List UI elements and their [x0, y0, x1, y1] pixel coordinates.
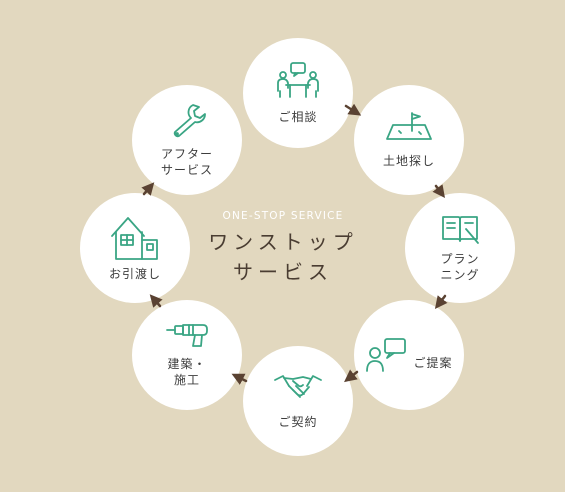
step-consultation: ご相談	[243, 38, 353, 148]
step-label: 建築・ 施工	[167, 356, 206, 388]
step-label-line: お引渡し	[108, 267, 161, 281]
step-label-line: ご提案	[413, 356, 453, 370]
step-label: プラン ニング	[440, 251, 479, 283]
step-proposal-row: ご提案	[365, 337, 452, 373]
arrow-6-to-7	[149, 294, 163, 308]
arrow-7-to-8	[141, 182, 155, 196]
step-label: 土地探し	[383, 153, 435, 169]
arrow-1-to-2	[344, 103, 362, 116]
step-label-line: アフター	[160, 147, 213, 161]
meeting-icon	[277, 62, 319, 98]
center-subtitle: ONE-STOP SERVICE	[222, 210, 344, 222]
handshake-icon	[274, 375, 322, 398]
step-construction: 建築・ 施工	[132, 300, 242, 410]
blueprint-book-icon	[442, 216, 479, 244]
center-heading-line-2: サービス	[233, 260, 333, 284]
house-icon	[111, 217, 158, 260]
step-after-service: アフター サービス	[132, 85, 242, 195]
drill-icon	[166, 324, 208, 347]
step-land-search: 土地探し	[354, 85, 464, 195]
arrow-5-to-6	[231, 373, 248, 385]
step-proposal: ご提案	[354, 300, 464, 410]
center-heading: ワンストップ サービス	[198, 227, 368, 287]
step-handover: お引渡し	[80, 193, 190, 303]
step-label-line: 土地探し	[382, 154, 435, 168]
wrench-icon	[173, 104, 206, 138]
arrow-4-to-5	[344, 369, 359, 383]
arrow-2-to-3	[432, 184, 445, 198]
speech-person-icon	[366, 338, 407, 372]
step-label-line: ご相談	[278, 110, 318, 124]
step-label-line: ニング	[440, 268, 480, 282]
step-label-line: プラン	[440, 252, 480, 266]
step-planning: プラン ニング	[405, 193, 515, 303]
step-label: ご契約	[278, 414, 317, 430]
step-label: ご相談	[278, 109, 317, 125]
arrow-3-to-4	[434, 294, 448, 309]
step-label-line: 建築・	[167, 357, 207, 371]
step-label: お引渡し	[109, 266, 161, 282]
step-label-line: 施工	[173, 373, 200, 387]
land-flag-icon	[386, 112, 432, 140]
step-label-line: ご契約	[278, 415, 318, 429]
center-title: ONE-STOP SERVICE ワンストップ サービス	[198, 210, 368, 287]
step-label: アフター サービス	[161, 146, 213, 178]
step-contract: ご契約	[243, 346, 353, 456]
step-label-line: サービス	[160, 163, 213, 177]
step-label: ご提案	[413, 355, 452, 371]
center-heading-line-1: ワンストップ	[208, 230, 358, 254]
